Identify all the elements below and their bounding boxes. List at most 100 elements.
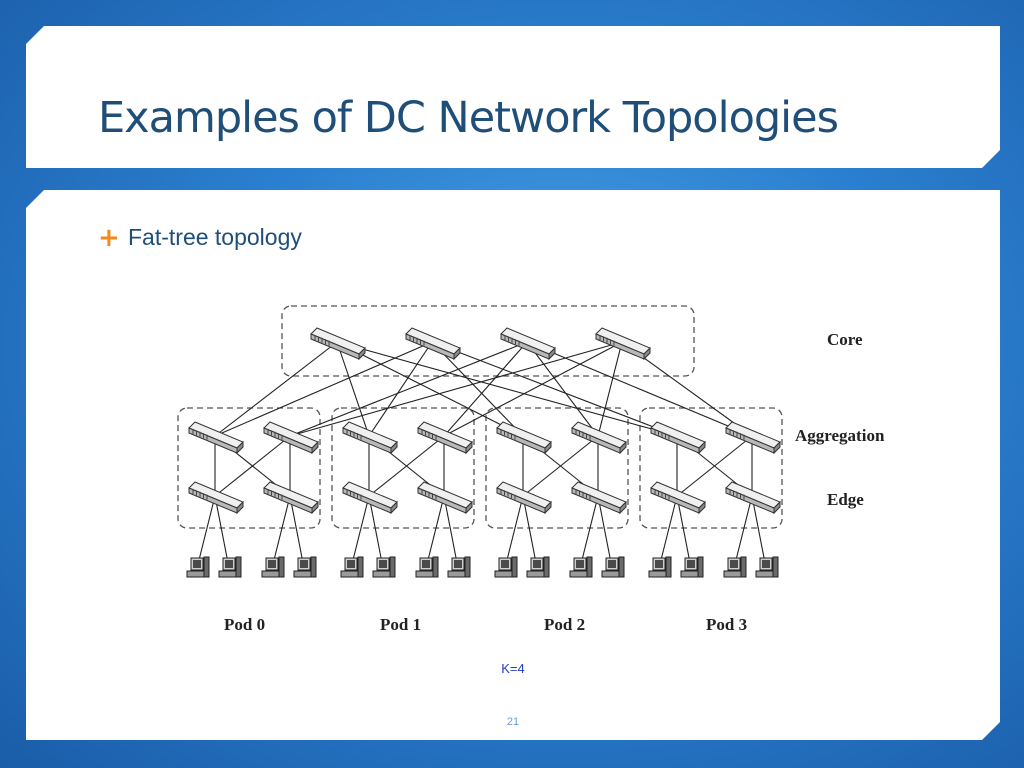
layer-label-aggregation: Aggregation: [795, 426, 885, 445]
monitor-screen: [347, 560, 355, 568]
monitor-screen: [501, 560, 509, 568]
k-label: K=4: [501, 661, 525, 676]
switch-side: [774, 442, 780, 453]
slide-title: Examples of DC Network Topologies: [98, 93, 838, 143]
keyboard: [649, 571, 666, 577]
layer-label-core: Core: [827, 330, 863, 349]
host-computer-icon-11: [602, 557, 624, 577]
link-core: [527, 342, 752, 436]
aggregation-switch-2: [343, 422, 397, 453]
host-computer-icon-15: [756, 557, 778, 577]
link-agg-edge: [523, 436, 598, 496]
pod-label-0: Pod 0: [224, 615, 265, 634]
monitor-screen: [193, 560, 201, 568]
host-computer-icon-0: [187, 557, 209, 577]
link-core: [527, 342, 598, 436]
host-computer-icon-12: [649, 557, 671, 577]
aggregation-switch-1: [264, 422, 318, 453]
link-core: [215, 342, 432, 436]
tower: [698, 557, 703, 577]
edge-switch-5: [572, 482, 626, 513]
monitor-screen: [300, 560, 308, 568]
nodes: [187, 328, 780, 577]
link-agg-edge: [677, 436, 752, 496]
keyboard: [341, 571, 358, 577]
switch-side: [620, 502, 626, 513]
keyboard: [527, 571, 544, 577]
link-core: [432, 342, 523, 436]
tower: [587, 557, 592, 577]
title-panel: Examples of DC Network Topologies: [26, 26, 1000, 168]
core-switch-0: [311, 328, 365, 359]
switch-side: [454, 348, 460, 359]
link-edge-host: [197, 496, 215, 568]
edge-switch-3: [418, 482, 472, 513]
switch-side: [644, 348, 650, 359]
pod-label-1: Pod 1: [380, 615, 421, 634]
switch-side: [466, 502, 472, 513]
switch-side: [774, 502, 780, 513]
tower: [544, 557, 549, 577]
link-core: [290, 342, 527, 436]
pod-label-3: Pod 3: [706, 615, 747, 634]
link-edge-host: [734, 496, 752, 568]
aggregation-switch-3: [418, 422, 472, 453]
host-computer-icon-4: [341, 557, 363, 577]
edge-switch-7: [726, 482, 780, 513]
pod-group-box-0: [178, 408, 320, 528]
switch-side: [237, 442, 243, 453]
tower: [311, 557, 316, 577]
aggregation-switch-0: [189, 422, 243, 453]
link-core: [337, 342, 369, 436]
group-boxes: [178, 306, 782, 528]
link-edge-host: [677, 496, 691, 568]
aggregation-switch-7: [726, 422, 780, 453]
switch-side: [545, 502, 551, 513]
tower: [358, 557, 363, 577]
keyboard: [219, 571, 236, 577]
switch-side: [545, 442, 551, 453]
edge-switch-2: [343, 482, 397, 513]
fat-tree-diagram: Core Aggregation Edge Pod 0 Pod 1 Pod 2 …: [144, 298, 914, 638]
host-computer-icon-1: [219, 557, 241, 577]
link-edge-host: [215, 496, 229, 568]
switch-side: [312, 502, 318, 513]
link-edge-host: [426, 496, 444, 568]
content-panel: + Fat-tree topology Core Aggregation Edg…: [26, 190, 1000, 740]
core-group-box: [282, 306, 694, 376]
keyboard: [681, 571, 698, 577]
host-computer-icon-14: [724, 557, 746, 577]
host-computer-icon-3: [294, 557, 316, 577]
switch-side: [699, 442, 705, 453]
link-core: [337, 342, 523, 436]
host-computer-icon-9: [527, 557, 549, 577]
host-computer-icon-13: [681, 557, 703, 577]
core-switch-1: [406, 328, 460, 359]
host-computer-icon-8: [495, 557, 517, 577]
switch-side: [359, 348, 365, 359]
link-edge-host: [444, 496, 458, 568]
switch-side: [312, 442, 318, 453]
monitor-screen: [454, 560, 462, 568]
tower: [741, 557, 746, 577]
host-computer-icon-7: [448, 557, 470, 577]
pod-group-box-1: [332, 408, 474, 528]
host-computer-icon-2: [262, 557, 284, 577]
keyboard: [448, 571, 465, 577]
link-core: [215, 342, 337, 436]
link-core: [369, 342, 432, 436]
tower: [390, 557, 395, 577]
link-agg-edge: [215, 436, 290, 496]
monitor-screen: [762, 560, 770, 568]
link-core: [444, 342, 527, 436]
tower: [433, 557, 438, 577]
link-edge-host: [351, 496, 369, 568]
host-computer-icon-6: [416, 557, 438, 577]
link-edge-host: [369, 496, 383, 568]
link-edge-host: [290, 496, 304, 568]
link-edge-host: [505, 496, 523, 568]
keyboard: [294, 571, 311, 577]
host-computer-icon-5: [373, 557, 395, 577]
page-number: 21: [506, 716, 520, 728]
link-edge-host: [598, 496, 612, 568]
